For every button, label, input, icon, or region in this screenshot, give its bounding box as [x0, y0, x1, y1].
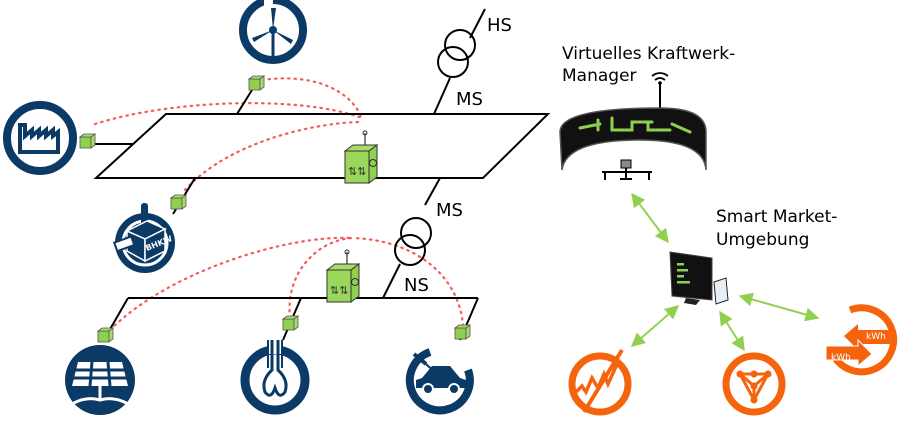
label-ms-upper: MS — [456, 89, 483, 110]
price-chart-icon[interactable] — [568, 348, 632, 416]
solar-panel-icon[interactable] — [65, 345, 135, 415]
link-solar — [108, 236, 352, 332]
communication-links — [93, 77, 465, 332]
arrow-market-trading — [630, 305, 680, 347]
transformer-ms2-coil — [400, 217, 432, 249]
control-room-screen-icon[interactable] — [559, 107, 707, 171]
hs-ms-line-upper — [469, 8, 486, 39]
heat-pump-icon[interactable] — [240, 340, 310, 415]
network-icon[interactable] — [722, 352, 786, 416]
chp-icon[interactable]: BHKW — [112, 203, 175, 273]
transformer-ns-coil — [394, 234, 426, 266]
smart-market-title-line1: Smart Market- — [716, 207, 837, 227]
label-ms-lower: MS — [436, 200, 463, 221]
market-arrows — [630, 192, 820, 352]
link-factory — [93, 102, 364, 126]
meter-heatpump-icon[interactable] — [281, 315, 300, 331]
vpp-manager-title-line1: Virtuelles Kraftwerk- — [562, 44, 735, 64]
meter-ev-icon[interactable] — [453, 324, 472, 340]
factory-icon[interactable] — [3, 101, 77, 175]
market-computer-icon[interactable] — [669, 251, 729, 305]
grid-controller-ns-icon[interactable]: ⇅⇅ — [325, 249, 361, 303]
ms-grid-plane — [93, 113, 551, 179]
arrow-market-kwh — [738, 292, 820, 322]
grid-controller-ms-icon[interactable]: ⇅⇅ — [343, 130, 379, 184]
ms-ns-line-upper — [424, 177, 441, 206]
smart-market-title-line2: Umgebung — [716, 230, 809, 250]
link-heatpump — [288, 236, 354, 320]
transformer-ms-coil — [437, 46, 469, 78]
svg-text:⇅⇅: ⇅⇅ — [348, 165, 366, 178]
transformer-hs-coil — [444, 29, 476, 61]
link-chp — [183, 120, 364, 192]
meter-factory-icon[interactable] — [78, 133, 97, 149]
ms-ns-line-lower — [382, 263, 401, 299]
label-hs: HS — [487, 15, 512, 36]
svg-text:⇅⇅: ⇅⇅ — [330, 284, 348, 297]
vpp-manager-title-line2: Manager — [562, 66, 637, 86]
kwh-exchange-icon[interactable]: kWh kWh — [825, 304, 898, 376]
arrow-vpp-market — [631, 192, 669, 244]
wifi-antenna-icon — [651, 72, 669, 108]
meter-wind-icon[interactable] — [247, 75, 266, 91]
electric-car-icon[interactable] — [405, 348, 474, 415]
kwh-in-label: kWh — [866, 332, 886, 342]
wind-feeder — [236, 89, 253, 115]
meter-solar-icon[interactable] — [96, 327, 115, 343]
wind-turbine-icon[interactable] — [239, 0, 307, 64]
smart-meters — [78, 75, 472, 343]
arrow-market-network — [719, 310, 745, 352]
hs-ms-line-lower — [433, 77, 451, 115]
label-ns: NS — [404, 275, 429, 296]
kwh-out-label: kWh — [831, 353, 851, 363]
meter-chp-icon[interactable] — [169, 194, 188, 210]
desk-chair-icon — [602, 159, 652, 180]
